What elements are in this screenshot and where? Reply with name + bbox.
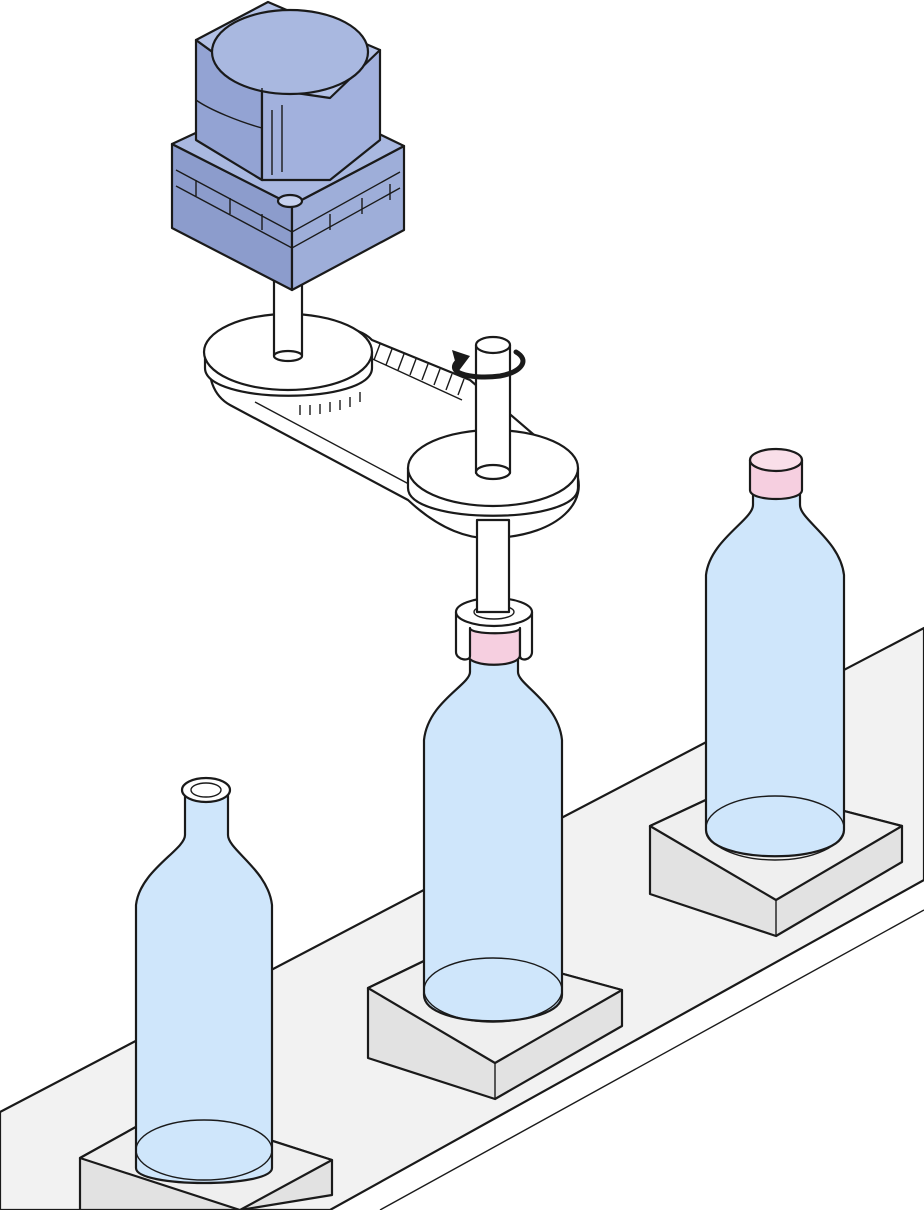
spindle-shaft-upper — [474, 335, 512, 481]
conveyor-front-edge-lower — [379, 909, 924, 1210]
mounting-hole — [276, 193, 304, 209]
bottle-open — [134, 776, 274, 1185]
bottle-capped — [704, 447, 846, 861]
conveyor-front-edge — [329, 879, 924, 1210]
belt-teeth — [365, 339, 471, 401]
bottle-mouth — [180, 776, 232, 804]
spindle-shaft-lower — [475, 518, 511, 614]
bottle-capping — [422, 596, 564, 1023]
servo-motor-icon — [170, 0, 406, 292]
motor-flange-lines — [175, 169, 401, 249]
motor-shaft — [272, 278, 304, 363]
rotation-arrow-icon — [452, 349, 526, 380]
motor-top-boss — [210, 8, 370, 96]
belt-drive — [202, 312, 580, 540]
